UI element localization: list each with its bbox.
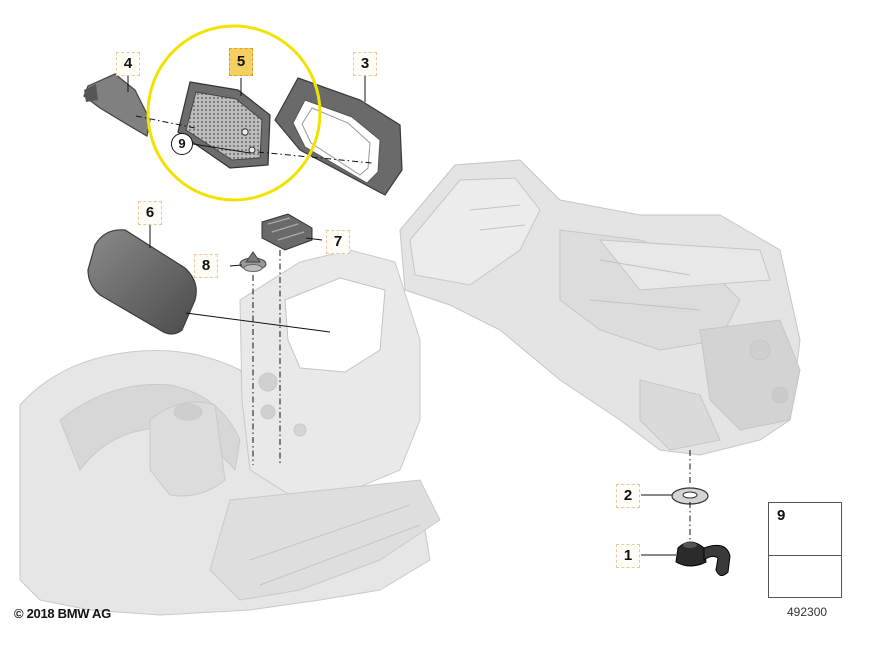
highlight-ring [146,24,322,202]
part-8-clip [239,251,267,272]
part-5-grille [177,81,271,169]
part-2-washer [671,487,709,505]
callout-6[interactable]: 6 [138,201,162,225]
vehicle-body-shell [19,249,441,616]
part-1-drain-hose [675,541,731,576]
part-6-flap [87,229,197,335]
assembly-lines [135,115,691,540]
callout-3[interactable]: 3 [353,52,377,76]
inset-label[interactable]: 9 [777,507,786,524]
hvac-unit [399,159,801,456]
callout-4[interactable]: 4 [116,52,140,76]
callout-8[interactable]: 8 [194,254,218,278]
part-4-cover [83,73,151,137]
part-7-grommet [261,213,313,251]
diagram-id: 492300 [787,605,828,619]
leader-lines [127,76,676,556]
callout-7[interactable]: 7 [326,230,350,254]
inset-divider [769,555,841,556]
inset-panel-9: 9 [768,502,842,598]
callout-5-highlighted[interactable]: 5 [229,48,253,76]
callout-9-circled[interactable]: 9 [171,133,193,155]
part-3-frame [274,77,403,196]
callout-1[interactable]: 1 [616,544,640,568]
callout-2[interactable]: 2 [616,484,640,508]
copyright-text: © 2018 BMW AG [14,606,111,621]
